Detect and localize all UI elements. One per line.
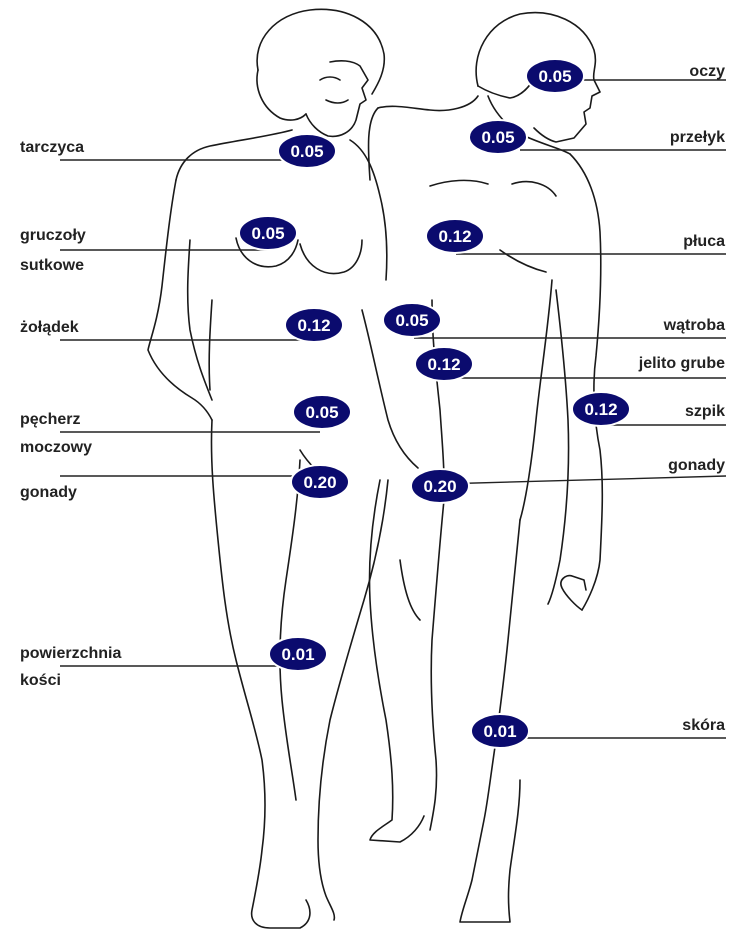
label-pecherz-line2: moczowy <box>20 438 92 458</box>
badge-szpik-value: 0.12 <box>584 400 617 419</box>
badge-powierzchnia-value: 0.01 <box>281 645 314 664</box>
label-pluca: płuca <box>683 232 725 252</box>
badge-tarczyca: 0.05 <box>278 134 336 168</box>
badge-zoladek-value: 0.12 <box>297 316 330 335</box>
badge-oczy: 0.05 <box>526 59 584 93</box>
label-gonady-left: gonady <box>20 483 77 503</box>
label-tarczyca: tarczyca <box>20 138 84 158</box>
label-watroba: wątroba <box>664 316 725 336</box>
badge-gonady-female-value: 0.20 <box>303 473 336 492</box>
badge-powierzchnia: 0.01 <box>269 637 327 671</box>
label-gruczoly-line2: sutkowe <box>20 256 84 276</box>
badge-skora-value: 0.01 <box>483 722 516 741</box>
leader-gonady-male <box>440 476 726 484</box>
label-przelyk: przełyk <box>670 128 725 148</box>
badge-gruczoly: 0.05 <box>239 216 297 250</box>
label-gonady-right: gonady <box>668 456 725 476</box>
label-oczy: oczy <box>689 62 725 82</box>
badge-szpik: 0.12 <box>572 392 630 426</box>
badge-gruczoly-value: 0.05 <box>251 224 284 243</box>
badge-jelito-value: 0.12 <box>427 355 460 374</box>
label-szpik: szpik <box>685 402 725 422</box>
badge-pecherz-value: 0.05 <box>305 403 338 422</box>
badge-pecherz: 0.05 <box>293 395 351 429</box>
value-badges: 0.05 0.05 0.05 0.05 0.12 0.12 0.05 0.12 <box>239 59 630 748</box>
badge-pluca: 0.12 <box>426 219 484 253</box>
label-skora: skóra <box>682 716 725 736</box>
label-powierzchnia-line1: powierzchnia <box>20 644 121 664</box>
badge-tarczyca-value: 0.05 <box>290 142 323 161</box>
label-gruczoly-line1: gruczoły <box>20 226 86 246</box>
label-powierzchnia-line2: kości <box>20 671 61 691</box>
label-jelito: jelito grube <box>639 354 725 374</box>
badge-oczy-value: 0.05 <box>538 67 571 86</box>
badge-watroba-value: 0.05 <box>395 311 428 330</box>
badge-watroba: 0.05 <box>383 303 441 337</box>
badge-gonady-female: 0.20 <box>291 465 349 499</box>
badge-jelito: 0.12 <box>415 347 473 381</box>
badge-pluca-value: 0.12 <box>438 227 471 246</box>
badge-przelyk-value: 0.05 <box>481 128 514 147</box>
badge-gonady-male: 0.20 <box>411 469 469 503</box>
badge-skora: 0.01 <box>471 714 529 748</box>
badge-zoladek: 0.12 <box>285 308 343 342</box>
badge-gonady-male-value: 0.20 <box>423 477 456 496</box>
label-zoladek: żołądek <box>20 318 79 338</box>
label-pecherz-line1: pęcherz <box>20 410 80 430</box>
badge-przelyk: 0.05 <box>469 120 527 154</box>
